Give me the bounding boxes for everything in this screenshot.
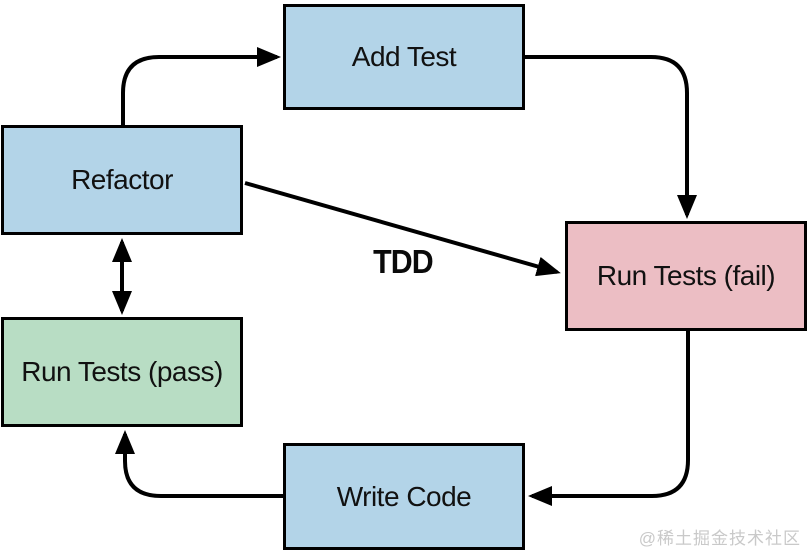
arrow-refactor-to-run-tests-fail-tdd bbox=[244, 181, 561, 277]
node-write-code: Write Code bbox=[283, 443, 525, 550]
node-add-test: Add Test bbox=[283, 4, 525, 110]
node-run-tests-pass: Run Tests (pass) bbox=[1, 317, 243, 427]
edge-label-tdd: TDD bbox=[373, 243, 434, 280]
node-refactor: Refactor bbox=[1, 125, 243, 235]
node-run-tests-fail-label: Run Tests (fail) bbox=[596, 260, 776, 291]
arrow-refactor-to-add-test bbox=[121, 47, 281, 125]
arrow-write-code-to-run-tests-pass bbox=[115, 430, 283, 498]
node-refactor-label: Refactor bbox=[71, 164, 173, 195]
arrow-add-test-to-run-tests-fail bbox=[525, 55, 697, 219]
node-run-tests-pass-label: Run Tests (pass) bbox=[21, 356, 223, 387]
node-write-code-label: Write Code bbox=[336, 480, 472, 512]
watermark: @稀土掘金技术社区 bbox=[638, 529, 801, 548]
node-add-test-label: Add Test bbox=[351, 41, 457, 72]
arrow-run-tests-fail-to-write-code bbox=[528, 331, 690, 506]
node-run-tests-fail: Run Tests (fail) bbox=[565, 221, 807, 331]
